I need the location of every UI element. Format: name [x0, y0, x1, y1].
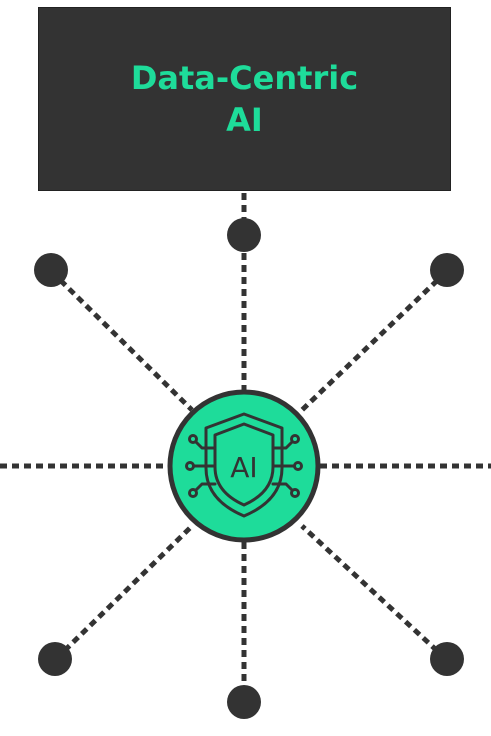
hub-label: AI — [230, 451, 257, 484]
node-bottom-right — [430, 642, 464, 676]
node-bottom — [227, 685, 261, 719]
connector-bottom-left — [54, 524, 194, 661]
node-top — [227, 218, 261, 252]
node-top-left — [34, 253, 68, 287]
node-top-right — [430, 253, 464, 287]
connector-bottom-right — [300, 524, 448, 661]
node-bottom-left — [38, 642, 72, 676]
ai-shield-circuit-icon — [185, 412, 303, 518]
title-text: Data-Centric AI — [130, 58, 359, 139]
connector-top-right — [300, 270, 448, 412]
connector-top-left — [50, 270, 194, 412]
title-box: Data-Centric AI — [38, 7, 451, 191]
